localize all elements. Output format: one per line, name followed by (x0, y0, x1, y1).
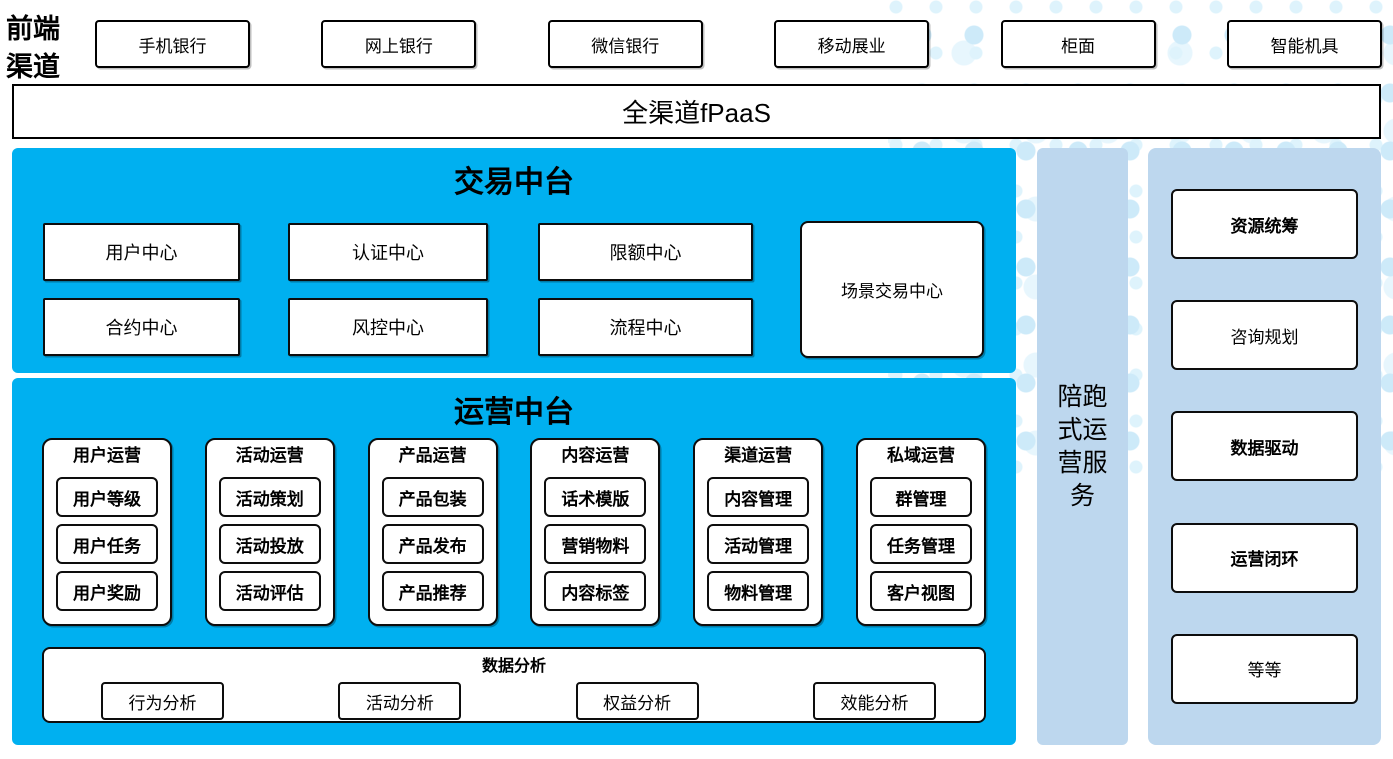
group-item-box: 产品发布 (381, 524, 484, 564)
group-item-box: 活动评估 (218, 571, 321, 611)
operation-platform-title: 运营中台 (454, 396, 574, 429)
group-item-box: 群管理 (869, 477, 972, 517)
group-item-box: 活动策划 (218, 477, 321, 517)
group-item-box: 用户任务 (56, 524, 158, 564)
service-box-resource-planning: 资源统筹 (1171, 189, 1358, 260)
service-panel: 资源统筹 咨询规划 数据驱动 运营闭环 等等 (1148, 148, 1381, 745)
group-item-box: 话术模版 (544, 477, 647, 517)
group-title: 产品运营 (398, 446, 467, 465)
trade-platform-section: 交易中台 用户中心 认证中心 限额中心 合约中心 风控中心 流程中心 场景交易中… (12, 148, 1016, 373)
channel-box-mobile-banking: 手机银行 (95, 20, 250, 68)
group-item-box: 用户等级 (56, 477, 158, 517)
group-private-domain-operation: 私域运营 群管理 任务管理 客户视图 (855, 438, 986, 626)
companion-operation-strip: 陪跑式运营服务 (1037, 148, 1128, 745)
channel-box-wechat-banking: 微信银行 (547, 20, 703, 68)
group-item-box: 内容标签 (544, 571, 647, 611)
center-box-auth: 认证中心 (288, 223, 488, 281)
group-user-operation: 用户运营 用户等级 用户任务 用户奖励 (42, 438, 172, 626)
channel-box-smart-devices: 智能机具 (1226, 20, 1382, 68)
operation-platform-section: 运营中台 用户运营 用户等级 用户任务 用户奖励 活动运营 活动策划 活动投放 … (12, 378, 1016, 745)
center-box-limit: 限额中心 (538, 223, 753, 281)
group-item-box: 物料管理 (707, 571, 810, 611)
group-title: 渠道运营 (724, 446, 793, 465)
data-analysis-box: 数据分析 行为分析 活动分析 权益分析 效能分析 (42, 647, 986, 723)
group-item-box: 内容管理 (707, 477, 810, 517)
group-title: 内容运营 (561, 446, 630, 465)
service-box-etc: 等等 (1171, 633, 1358, 704)
channel-box-counter: 柜面 (1000, 20, 1156, 68)
group-title: 活动运营 (235, 446, 304, 465)
center-box-user: 用户中心 (43, 223, 240, 281)
fpaas-bar: 全渠道fPaaS (12, 84, 1381, 139)
group-activity-operation: 活动运营 活动策划 活动投放 活动评估 (204, 438, 335, 626)
trade-platform-title: 交易中台 (454, 166, 574, 199)
operation-groups-row: 用户运营 用户等级 用户任务 用户奖励 活动运营 活动策划 活动投放 活动评估 … (42, 438, 986, 626)
front-channels-label: 前端渠道 (6, 14, 60, 83)
channel-box-online-banking: 网上银行 (321, 20, 477, 68)
service-box-operation-loop: 运营闭环 (1171, 522, 1358, 593)
group-item-box: 产品包装 (381, 477, 484, 517)
data-analysis-title: 数据分析 (481, 658, 546, 675)
group-content-operation: 内容运营 话术模版 营销物料 内容标签 (530, 438, 661, 626)
service-box-data-driven: 数据驱动 (1171, 411, 1358, 482)
data-analysis-row: 行为分析 活动分析 权益分析 效能分析 (101, 682, 936, 720)
channel-row: 手机银行 网上银行 微信银行 移动展业 柜面 智能机具 (95, 20, 1382, 68)
channel-box-mobile-sales: 移动展业 (774, 20, 930, 68)
group-item-box: 客户视图 (869, 571, 972, 611)
group-product-operation: 产品运营 产品包装 产品发布 产品推荐 (367, 438, 498, 626)
scene-trade-center-box: 场景交易中心 (800, 221, 984, 358)
center-box-process: 流程中心 (538, 298, 753, 356)
group-title: 用户运营 (73, 446, 141, 465)
group-item-box: 任务管理 (869, 524, 972, 564)
analysis-box-behavior: 行为分析 (101, 682, 224, 720)
service-box-consulting: 咨询规划 (1171, 300, 1358, 371)
center-box-contract: 合约中心 (43, 298, 240, 356)
group-item-box: 活动投放 (218, 524, 321, 564)
analysis-box-activity: 活动分析 (338, 682, 462, 720)
analysis-box-efficiency: 效能分析 (812, 682, 936, 720)
group-channel-operation: 渠道运营 内容管理 活动管理 物料管理 (693, 438, 824, 626)
group-item-box: 营销物料 (544, 524, 647, 564)
group-item-box: 用户奖励 (56, 571, 158, 611)
group-item-box: 活动管理 (707, 524, 810, 564)
group-item-box: 产品推荐 (381, 571, 484, 611)
group-title: 私域运营 (886, 446, 955, 465)
companion-operation-label: 陪跑式运营服务 (1057, 382, 1108, 510)
analysis-box-benefit: 权益分析 (575, 682, 699, 720)
center-box-risk: 风控中心 (288, 298, 488, 356)
